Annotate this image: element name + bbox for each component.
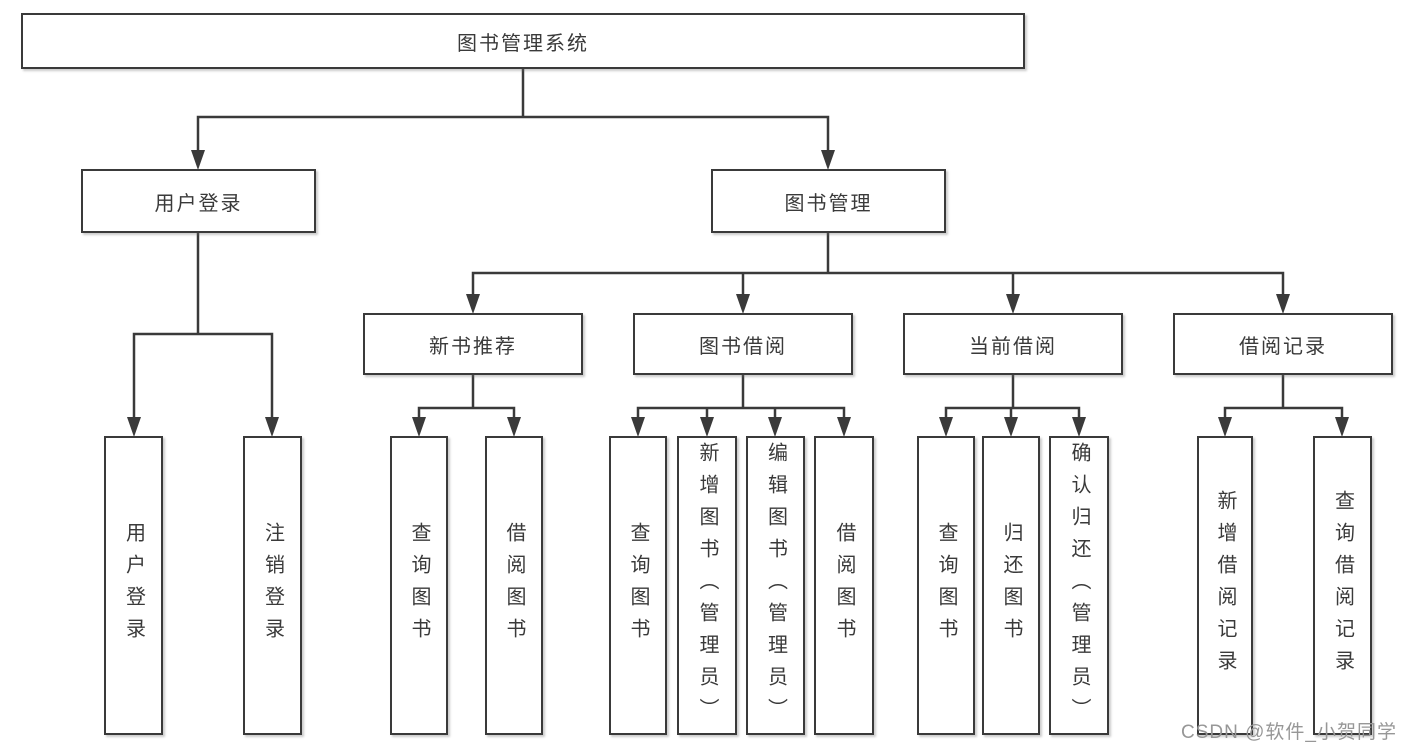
node-book-borrow-label: 图书借阅 (699, 335, 787, 358)
node-book-borrow: 图书借阅 (633, 313, 853, 375)
arrowhead (768, 417, 782, 437)
arrowhead (1276, 294, 1290, 314)
leaf-query-borrow-record: 查询借阅记录 (1313, 436, 1372, 735)
arrowhead (466, 294, 480, 314)
leaf-add-books-admin: 新增图书（管理员） (677, 436, 737, 735)
arrowhead (1218, 417, 1232, 437)
arrowhead (1004, 417, 1018, 437)
arrowhead (265, 417, 279, 437)
leaf-user-login: 用户登录 (104, 436, 163, 735)
leaf-add-borrow-record-label: 新增借阅记录 (1214, 489, 1236, 682)
leaf-logout-login: 注销登录 (243, 436, 302, 735)
csdn-watermark: CSDN @软件_小贺同学 (1181, 722, 1397, 743)
connector-book-management-to-level3 (471, 233, 1285, 305)
node-current-borrow: 当前借阅 (903, 313, 1123, 375)
leaf-logout-login-label: 注销登录 (261, 521, 284, 650)
node-book-management-label: 图书管理 (784, 192, 873, 215)
leaf-borrow-books-label: 借阅图书 (833, 521, 855, 650)
leaf-add-borrow-record: 新增借阅记录 (1197, 436, 1253, 735)
leaf-query-books-borrow-label: 查询图书 (627, 521, 649, 650)
arrowhead (837, 417, 851, 437)
arrowheads (127, 150, 1349, 437)
leaf-query-books-recommend: 查询图书 (390, 436, 448, 735)
node-user-login: 用户登录 (81, 169, 316, 233)
arrowhead (736, 294, 750, 314)
node-new-book-recommend: 新书推荐 (363, 313, 583, 375)
arrowhead (191, 150, 205, 170)
leaf-query-borrow-record-label: 查询借阅记录 (1331, 489, 1354, 682)
connector-user-login-to-leaves (132, 233, 274, 428)
arrowhead (821, 150, 835, 170)
leaf-borrow-books: 借阅图书 (814, 436, 874, 735)
node-borrow-records-label: 借阅记录 (1239, 335, 1327, 358)
node-borrow-records: 借阅记录 (1173, 313, 1393, 375)
connector-root-to-level2 (196, 69, 830, 160)
leaf-borrow-books-recommend: 借阅图书 (485, 436, 543, 735)
arrowhead (1335, 417, 1349, 437)
arrowhead (1006, 294, 1020, 314)
arrowhead (631, 417, 645, 437)
node-root: 图书管理系统 (21, 13, 1025, 69)
leaf-return-books: 归还图书 (982, 436, 1040, 735)
leaf-query-books-current: 查询图书 (917, 436, 975, 735)
node-book-management: 图书管理 (711, 169, 946, 233)
leaf-confirm-return-admin: 确认归还（管理员） (1049, 436, 1109, 735)
leaf-user-login-label: 用户登录 (122, 521, 145, 650)
leaf-edit-books-admin-label: 编辑图书（管理员） (764, 441, 787, 730)
arrowhead (127, 417, 141, 437)
arrowhead (1072, 417, 1086, 437)
leaf-borrow-books-recommend-label: 借阅图书 (503, 521, 525, 650)
arrowhead (507, 417, 521, 437)
leaf-query-books-current-label: 查询图书 (935, 521, 957, 650)
arrowhead (700, 417, 714, 437)
leaf-query-books-borrow: 查询图书 (609, 436, 667, 735)
leaf-query-books-recommend-label: 查询图书 (408, 521, 430, 650)
arrowhead (939, 417, 953, 437)
connector-book-borrow-to-leaves (636, 375, 846, 428)
node-root-label: 图书管理系统 (457, 32, 589, 55)
node-current-borrow-label: 当前借阅 (969, 335, 1057, 358)
node-new-book-recommend-label: 新书推荐 (429, 335, 517, 358)
arrowhead (412, 417, 426, 437)
leaf-confirm-return-admin-label: 确认归还（管理员） (1068, 441, 1090, 730)
leaf-edit-books-admin: 编辑图书（管理员） (746, 436, 805, 735)
connector-new-book-recommend-to-leaves (417, 375, 516, 428)
connector-borrow-records-to-leaves (1223, 375, 1344, 428)
leaf-return-books-label: 归还图书 (1000, 521, 1022, 650)
node-user-login-label: 用户登录 (154, 192, 243, 215)
leaf-add-books-admin-label: 新增图书（管理员） (696, 441, 718, 730)
